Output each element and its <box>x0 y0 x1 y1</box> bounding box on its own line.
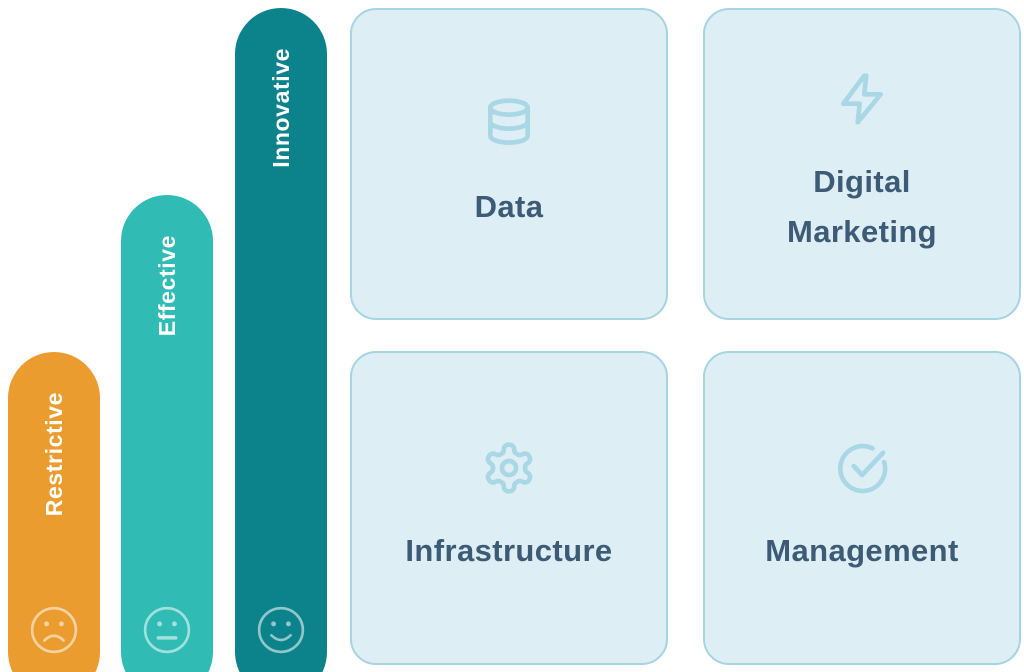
bar-restrictive-label: Restrictive <box>40 392 67 517</box>
bar-innovative-label: Innovative <box>267 48 294 168</box>
sad-face-icon <box>26 602 82 658</box>
neutral-face-icon <box>139 602 195 658</box>
gear-icon <box>481 440 537 496</box>
card-digital-marketing-label: Digital Marketing <box>786 164 938 249</box>
bar-innovative: Innovative <box>235 8 327 672</box>
bar-restrictive: Restrictive <box>8 352 100 672</box>
card-management: Management <box>703 351 1021 665</box>
bar-effective-label: Effective <box>153 235 180 337</box>
database-icon <box>481 96 537 152</box>
card-infrastructure: Infrastructure <box>350 351 668 665</box>
card-data-label: Data <box>474 189 544 225</box>
check-circle-icon <box>834 440 890 496</box>
happy-face-icon <box>253 602 309 658</box>
card-data: Data <box>350 8 668 320</box>
lightning-icon <box>834 71 890 127</box>
card-infrastructure-label: Infrastructure <box>405 533 613 569</box>
bar-effective: Effective <box>121 195 213 672</box>
card-management-label: Management <box>765 533 959 569</box>
card-digital-marketing: Digital Marketing <box>703 8 1021 320</box>
